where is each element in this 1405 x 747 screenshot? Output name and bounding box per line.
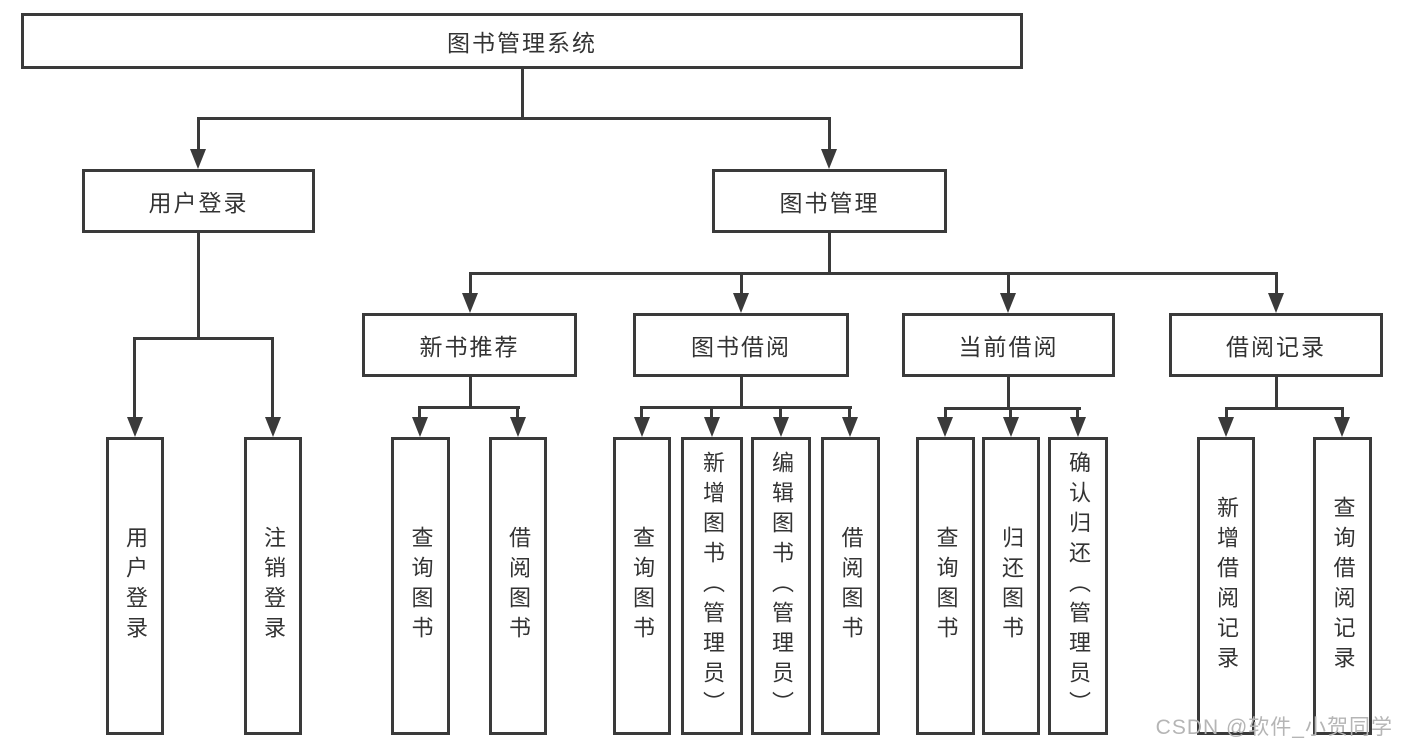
connector-line xyxy=(1009,407,1012,419)
arrow-down-icon xyxy=(1003,417,1019,437)
arrow-down-icon xyxy=(1218,417,1234,437)
arrow-down-icon xyxy=(127,417,143,437)
connector-line xyxy=(418,406,520,409)
node-borrowing-records: 借阅记录 xyxy=(1169,313,1383,377)
arrow-down-icon xyxy=(937,417,953,437)
connector-line xyxy=(197,117,200,151)
csdn-watermark: CSDN @软件_小贺同学 xyxy=(1155,716,1393,739)
connector-line xyxy=(1225,407,1344,410)
leaf-query-books-recommend: 查询图书 xyxy=(391,437,450,735)
node-book-management: 图书管理 xyxy=(712,169,947,233)
connector-line xyxy=(521,69,524,119)
leaf-confirm-return-admin: 确认归还（管理员） xyxy=(1048,437,1108,735)
leaf-user-login: 用户登录 xyxy=(106,437,164,735)
connector-line xyxy=(828,117,831,151)
arrow-down-icon xyxy=(733,293,749,313)
connector-line xyxy=(197,233,200,340)
connector-line xyxy=(710,406,713,419)
leaf-logout: 注销登录 xyxy=(244,437,302,735)
connector-line xyxy=(740,377,743,408)
connector-line xyxy=(1225,407,1228,419)
arrow-down-icon xyxy=(1268,293,1284,313)
connector-line xyxy=(1007,272,1010,295)
arrow-down-icon xyxy=(821,149,837,169)
arrow-down-icon xyxy=(462,293,478,313)
node-new-book-recommendation: 新书推荐 xyxy=(362,313,577,377)
connector-line xyxy=(469,377,472,408)
node-user-login: 用户登录 xyxy=(82,169,315,233)
connector-line xyxy=(640,406,643,419)
arrow-down-icon xyxy=(1334,417,1350,437)
connector-line xyxy=(779,406,782,419)
connector-line xyxy=(1341,407,1344,419)
leaf-query-borrow-record: 查询借阅记录 xyxy=(1313,437,1372,735)
connector-line xyxy=(740,272,743,295)
arrow-down-icon xyxy=(412,417,428,437)
connector-line xyxy=(1007,377,1010,409)
connector-line xyxy=(418,406,421,419)
connector-line xyxy=(469,272,1278,275)
arrow-down-icon xyxy=(704,417,720,437)
node-current-borrowing: 当前借阅 xyxy=(902,313,1115,377)
leaf-return-books: 归还图书 xyxy=(982,437,1040,735)
connector-line xyxy=(271,337,274,419)
connector-line xyxy=(944,407,1081,410)
leaf-borrow-books-borrowing: 借阅图书 xyxy=(821,437,880,735)
connector-line xyxy=(133,337,274,340)
leaf-add-books-admin: 新增图书（管理员） xyxy=(681,437,743,735)
connector-line xyxy=(640,406,852,409)
arrow-down-icon xyxy=(190,149,206,169)
leaf-borrow-books-recommend: 借阅图书 xyxy=(489,437,547,735)
connector-line xyxy=(516,406,519,419)
connector-line xyxy=(828,233,831,275)
connector-line xyxy=(197,117,831,120)
connector-line xyxy=(944,407,947,419)
leaf-query-books-current: 查询图书 xyxy=(916,437,975,735)
connector-line xyxy=(469,272,472,295)
arrow-down-icon xyxy=(510,417,526,437)
arrow-down-icon xyxy=(842,417,858,437)
arrow-down-icon xyxy=(1070,417,1086,437)
arrow-down-icon xyxy=(634,417,650,437)
arrow-down-icon xyxy=(1000,293,1016,313)
node-book-borrowing: 图书借阅 xyxy=(633,313,849,377)
connector-line xyxy=(848,406,851,419)
connector-line xyxy=(1275,377,1278,409)
leaf-query-books-borrowing: 查询图书 xyxy=(613,437,671,735)
connector-line xyxy=(1076,407,1079,419)
connector-line xyxy=(1275,272,1278,295)
connector-line xyxy=(133,337,136,419)
leaf-add-borrow-record: 新增借阅记录 xyxy=(1197,437,1255,735)
arrow-down-icon xyxy=(265,417,281,437)
node-system-root: 图书管理系统 xyxy=(21,13,1023,69)
arrow-down-icon xyxy=(773,417,789,437)
leaf-edit-books-admin: 编辑图书（管理员） xyxy=(751,437,811,735)
